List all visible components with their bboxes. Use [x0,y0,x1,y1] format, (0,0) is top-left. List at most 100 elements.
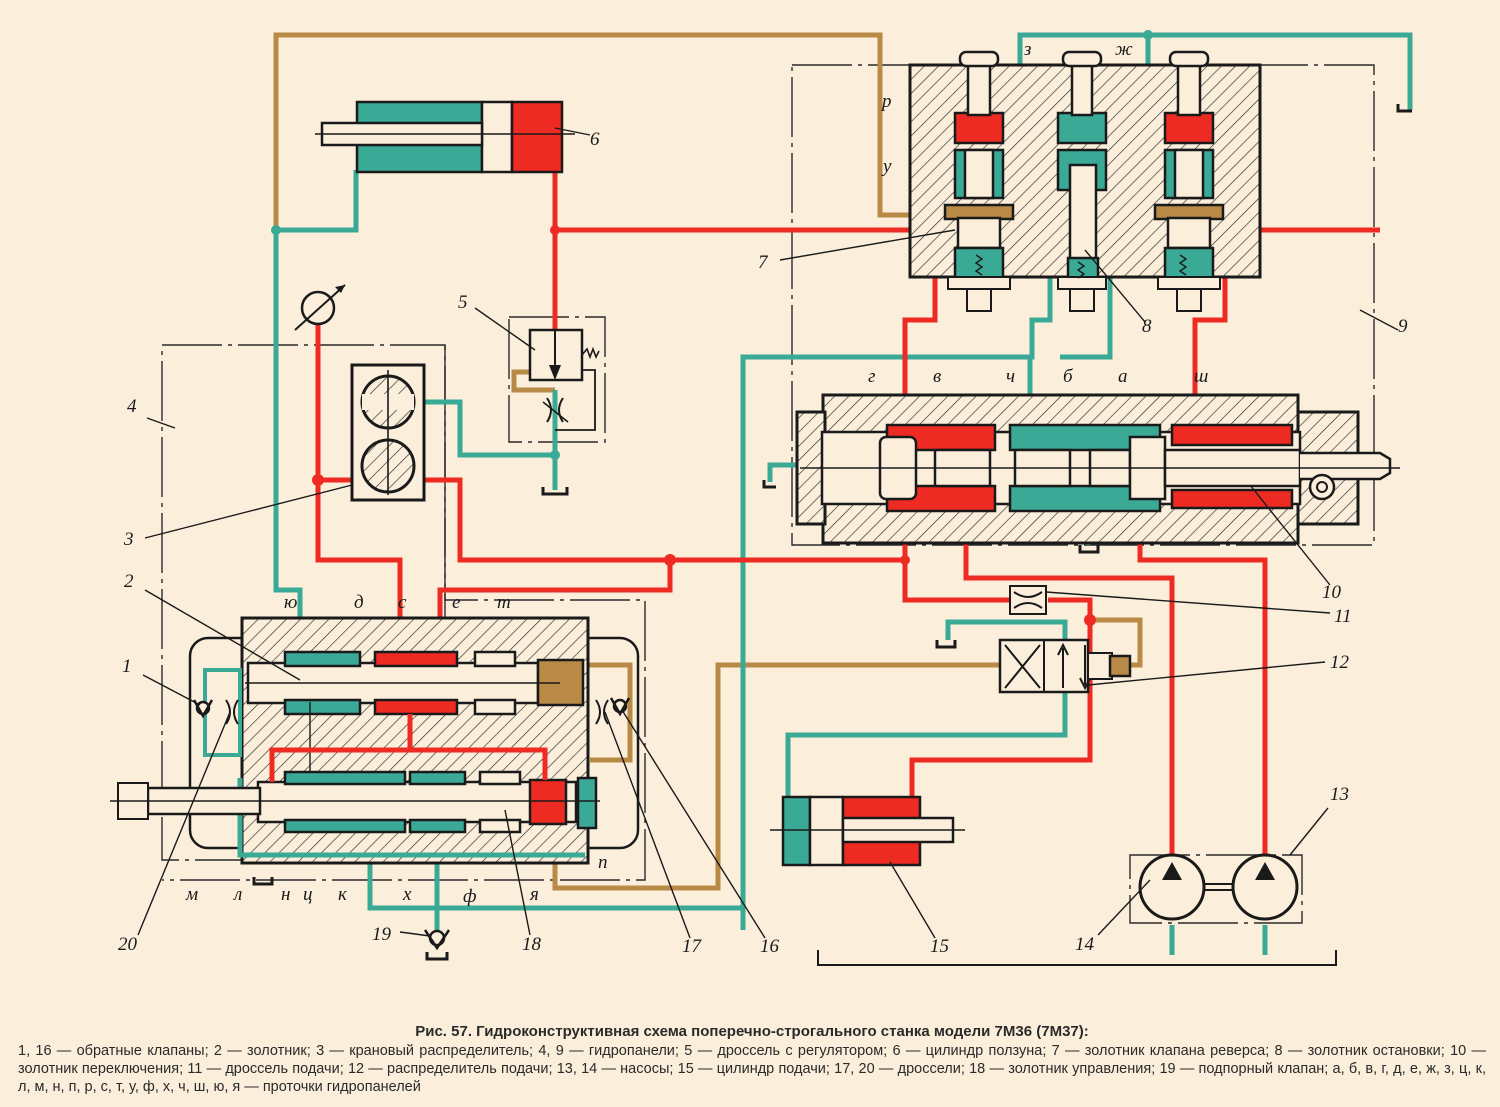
junction-dot [664,554,676,566]
label-8: 8 [1142,316,1152,337]
junction-dot [550,450,560,460]
feed-throttle-11 [1009,585,1047,615]
junction-dot [900,555,910,565]
check-valve-19-icon [423,929,451,951]
feed-distributor-12 [998,638,1132,694]
tank-icon [252,877,274,886]
tank-icon [1396,104,1412,113]
label-1: 1 [122,656,132,677]
hydraulic-schematic: 1 2 3 4 5 6 7 8 9 10 11 12 13 14 15 16 1… [110,30,1413,966]
junction-dot [1084,614,1096,626]
throttle-17-icon [595,699,609,725]
throttle-20-icon [225,699,239,725]
pump-icon [1231,853,1299,921]
junction-dot [271,225,281,235]
label-16: 16 [760,936,780,957]
junction-dot [550,225,560,235]
label-3: 3 [123,529,134,550]
label-9: 9 [1398,316,1408,337]
label-15: 15 [930,936,949,957]
label-12: 12 [1330,652,1350,673]
label-6: 6 [590,129,600,150]
label-14: 14 [1075,934,1095,955]
junction-dot [1143,30,1153,40]
label-4: 4 [127,396,137,417]
groove-label: ф [463,886,477,907]
check-valve-1-icon [192,699,214,719]
pressure-line-3 [315,480,403,620]
label-20: 20 [118,934,138,955]
label-11: 11 [1334,606,1352,627]
hydropanel-9-boundary [791,64,1375,546]
pressure-line-11 [909,597,1093,800]
control-line-feed [552,662,1000,891]
groove-label: ч [1006,366,1015,387]
groove-label: я [529,884,539,905]
tank-icon [425,952,449,961]
hydropanel-4-body [110,616,640,865]
pumps-13-14 [1138,853,1299,921]
pressure-line-e [437,560,673,625]
groove-label: х [402,884,412,905]
tank-icon [762,480,776,489]
groove-label: н [281,884,290,905]
groove-label: р [880,91,892,112]
drain-line-pumps [1169,925,1268,955]
label-7: 7 [758,252,769,273]
switching-spool-10 [795,393,1400,545]
groove-label: ш [1194,366,1208,387]
label-5: 5 [458,292,468,313]
pressure-gauge-icon [294,284,346,331]
groove-label: п [598,852,608,873]
groove-label: з [1023,39,1031,60]
drain-line-8 [740,170,1053,930]
tank-icon [541,487,569,496]
groove-label: к [338,884,348,905]
control-line-17 [585,662,633,763]
cylinder-6-slider [315,100,575,174]
groove-label: м [185,884,198,905]
feed-cylinder-15 [770,795,965,867]
figure-title: Рис. 57. Гидроконструктивная схема попер… [415,1023,1089,1040]
control-line-top [273,32,960,230]
figure-legend: 1, 16 — обратные клапаны; 2 — золотник; … [18,1043,1486,1095]
groove-label: ю [284,592,297,613]
control-line-12 [1090,617,1143,668]
machine-base-bracket [817,950,1337,966]
throttle-regulator-5 [528,328,600,431]
label-19: 19 [372,924,392,945]
hydropanel-4-boundary-ext [162,345,646,881]
label-13: 13 [1330,784,1349,805]
roller-icon [1308,473,1336,501]
valve-block-7-8 [908,50,1262,312]
groove-label: т [497,592,511,613]
groove-label: г [868,366,875,387]
crane-distributor-3 [350,363,426,502]
tank-icon [935,640,957,649]
groove-label: у [881,156,892,177]
groove-label: ц [303,884,313,905]
groove-label: л [233,884,242,905]
pump-icon [1138,853,1206,921]
groove-label: с [398,592,407,613]
groove-label: д [354,592,364,613]
groove-label: а [1118,366,1128,387]
drain-line-6 [273,170,359,620]
tank-icon [1078,545,1100,554]
label-2: 2 [124,571,134,592]
pump-unit-13-boundary [1129,854,1303,924]
groove-label: в [933,366,941,387]
drain-line-bottom [367,860,743,911]
junction-dot [312,474,324,486]
figure-caption: Рис. 57. Гидроконструктивная схема попер… [18,1023,1486,1096]
pressure-line-gauge [315,325,355,483]
groove-label: ж [1115,39,1133,60]
label-17: 17 [682,936,703,957]
label-10: 10 [1322,582,1342,603]
groove-label: б [1063,366,1074,387]
groove-label: е [452,592,460,613]
drain-line-3 [420,399,555,458]
pressure-line-3b [420,477,905,563]
check-valve-16-icon [609,697,631,717]
label-18: 18 [522,934,542,955]
